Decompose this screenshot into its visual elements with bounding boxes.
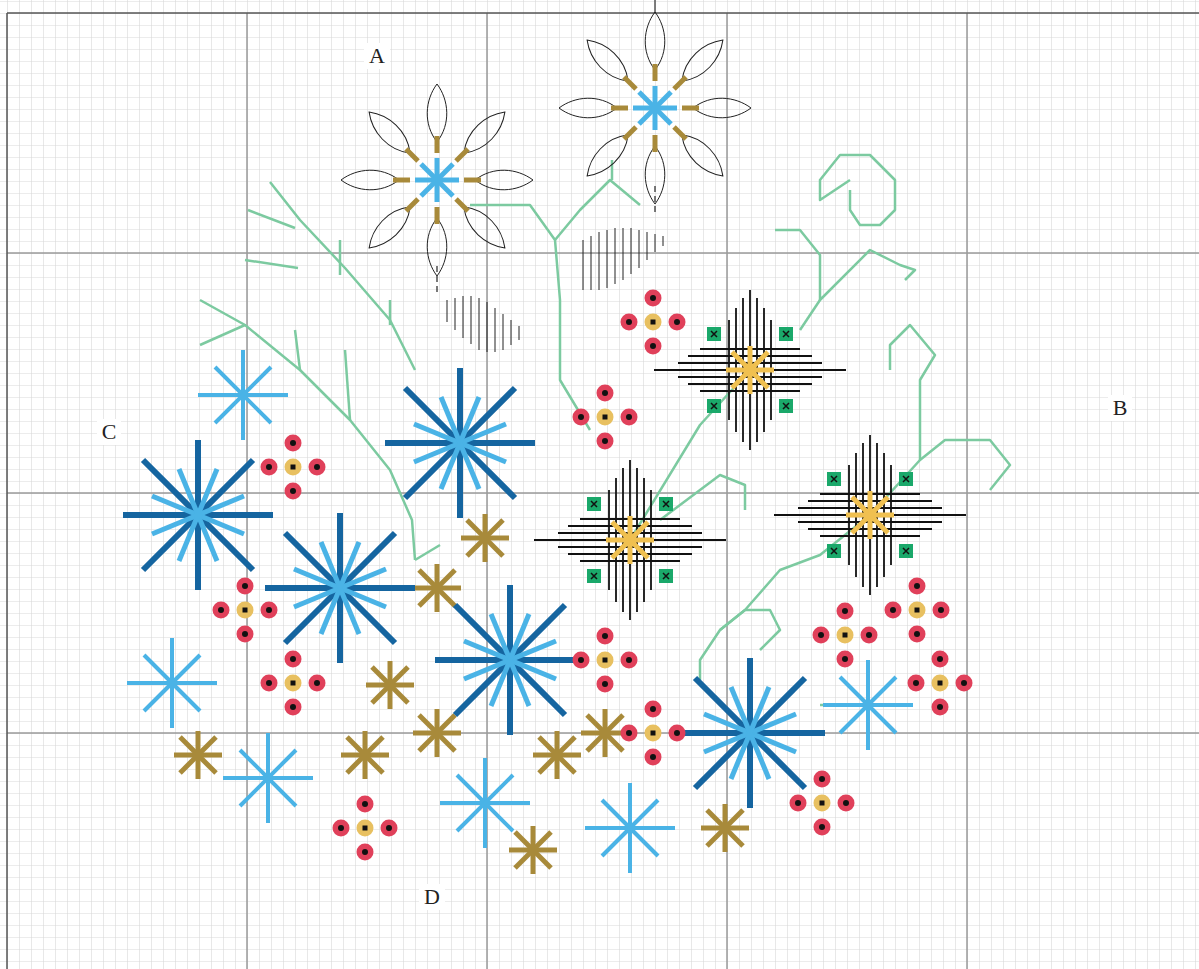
edge-label: B [1108,395,1133,421]
edge-label: C [97,419,122,445]
edge-label: D [419,884,445,910]
edge-label: A [364,43,390,69]
